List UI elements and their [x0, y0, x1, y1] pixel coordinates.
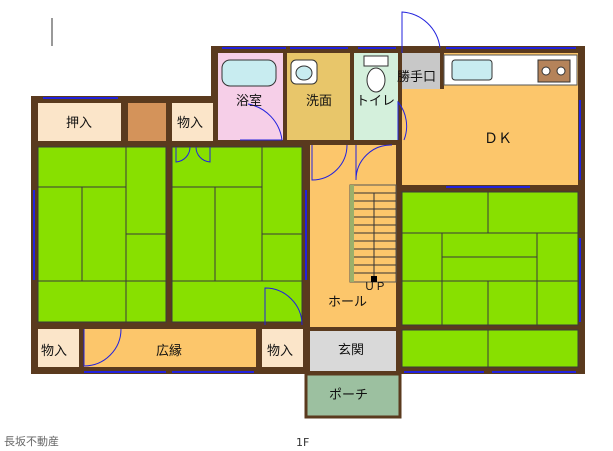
back-door-area: [402, 53, 440, 89]
label-back-door: 勝手口: [397, 70, 437, 85]
label-hall: ホール: [328, 295, 368, 310]
staircase: [349, 184, 397, 283]
toilet-icon: [363, 55, 389, 93]
label-dk: ＤＫ: [484, 131, 512, 147]
label-storage-bottom-left: 物入: [41, 344, 68, 359]
genkan-entrance: [310, 331, 396, 371]
label-oshiire: 押入: [66, 116, 93, 131]
engawa-veranda: [84, 329, 256, 367]
label-porch: ポーチ: [329, 388, 369, 403]
floor-label: 1F: [296, 436, 310, 449]
stove-icon: [537, 59, 571, 83]
company-name: 長坂不動産: [4, 435, 59, 448]
storage-top: [172, 103, 213, 141]
dk-room: [402, 89, 578, 185]
washbasin-icon: [290, 59, 318, 85]
label-toilet: トイレ: [356, 94, 396, 109]
label-entrance: 玄関: [338, 343, 365, 358]
oshiire-closet: [38, 103, 121, 141]
label-washroom: 洗面: [306, 94, 333, 109]
label-engawa: 広縁: [156, 344, 183, 359]
doors: [83, 11, 441, 367]
windows: [33, 47, 581, 373]
tatami-room-left: [37, 146, 167, 323]
bathtub-icon: [221, 59, 277, 87]
label-stairs-up: ＵＰ: [364, 280, 386, 293]
label-bath: 浴室: [236, 94, 263, 109]
sink-icon: [451, 59, 493, 81]
tatami-room-middle: [171, 146, 303, 323]
storage-bottom-mid: [262, 329, 303, 367]
tokonoma: [128, 103, 166, 141]
label-storage-bottom-mid: 物入: [267, 344, 294, 359]
storage-bottom-left: [38, 329, 79, 367]
tatami-room-right: [401, 191, 579, 326]
porch: [304, 372, 402, 419]
label-storage-top: 物入: [177, 116, 204, 131]
